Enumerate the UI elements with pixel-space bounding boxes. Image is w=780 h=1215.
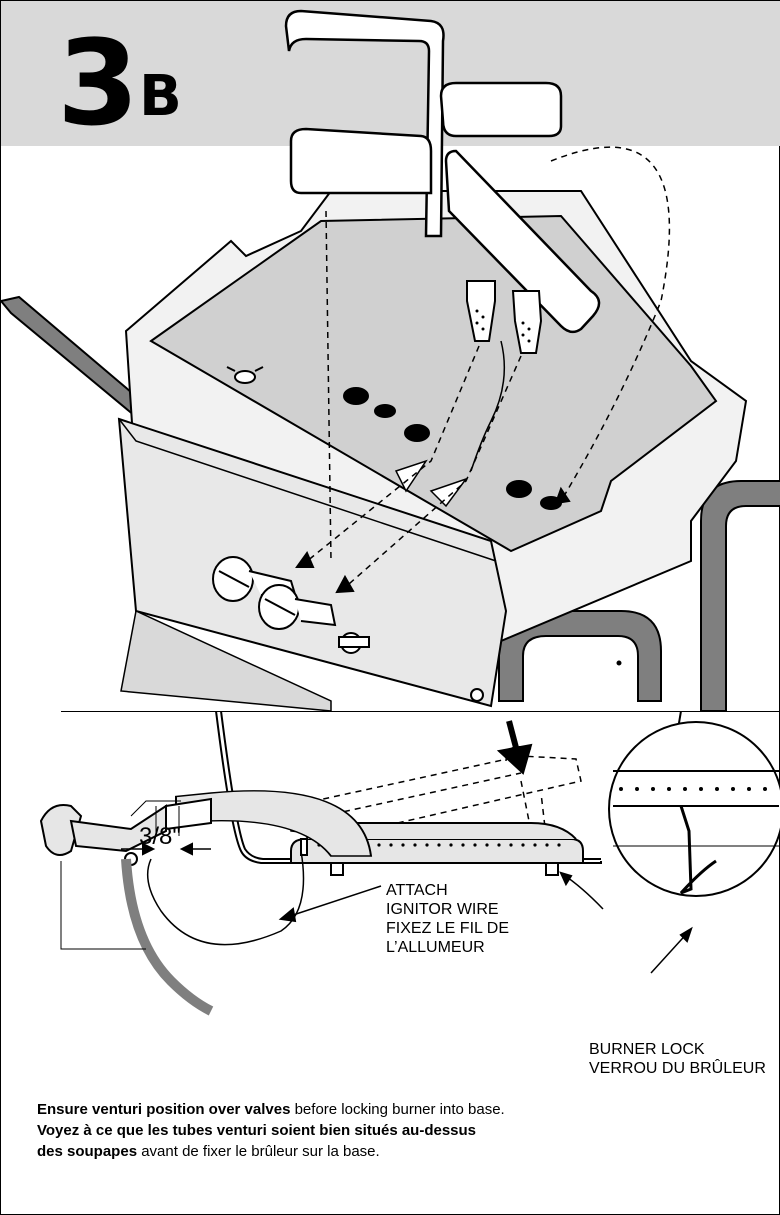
burner-h-shape [284, 9, 601, 334]
ignitor-wire [470, 340, 506, 472]
ignitor-callout-en-line2: IGNITOR WIRE [386, 901, 499, 918]
cart-leg-right [700, 480, 780, 711]
ignitor-callout-fr-line1: FIXEZ LE FIL DE [386, 920, 509, 937]
venturi-tubes [466, 280, 543, 354]
ignitor-callout: ATTACH IGNITOR WIRE FIXEZ LE FIL DE L’AL… [386, 881, 509, 957]
step-badge: 3 B [57, 14, 182, 152]
ignitor-button [338, 632, 370, 654]
floor-hole [404, 424, 430, 442]
burner-lock-fr: VERROU DU BRÛLEUR [589, 1060, 766, 1077]
floor-hole [506, 480, 532, 498]
wing-nut [226, 366, 264, 384]
step-number: 3 [57, 14, 139, 152]
venturi-tube [175, 790, 373, 857]
step-letter: B [139, 64, 182, 129]
floor-hole [343, 387, 369, 405]
firebox-wall [215, 711, 602, 864]
gas-valve-right [258, 584, 337, 630]
floor-slot [374, 404, 396, 418]
assembly-guide-lines [300, 146, 671, 592]
burner-lock-callout: BURNER LOCK VERROU DU BRÛLEUR [589, 1040, 766, 1078]
control-panel [117, 417, 508, 708]
spacing-dimension-label: 3/8" [139, 823, 181, 850]
grill-assembly-illustration [1, 9, 780, 711]
ignitor-callout-en-line1: ATTACH [386, 882, 448, 899]
section-divider [61, 711, 780, 712]
instruction-en: Ensure venturi position over valves befo… [37, 1101, 505, 1118]
burner-detail-illustration [39, 711, 780, 1016]
ignitor-callout-fr-line2: L’ALLUMEUR [386, 939, 485, 956]
side-shelf [120, 609, 332, 711]
ignitor-wire-detail [146, 850, 305, 946]
instruction-text: Ensure venturi position over valves befo… [37, 1099, 757, 1162]
burner-lock-magnifier [608, 721, 780, 897]
instruction-fr: Voyez à ce que les tubes venturi soient … [37, 1122, 477, 1160]
burner-lock-en: BURNER LOCK [589, 1041, 705, 1058]
